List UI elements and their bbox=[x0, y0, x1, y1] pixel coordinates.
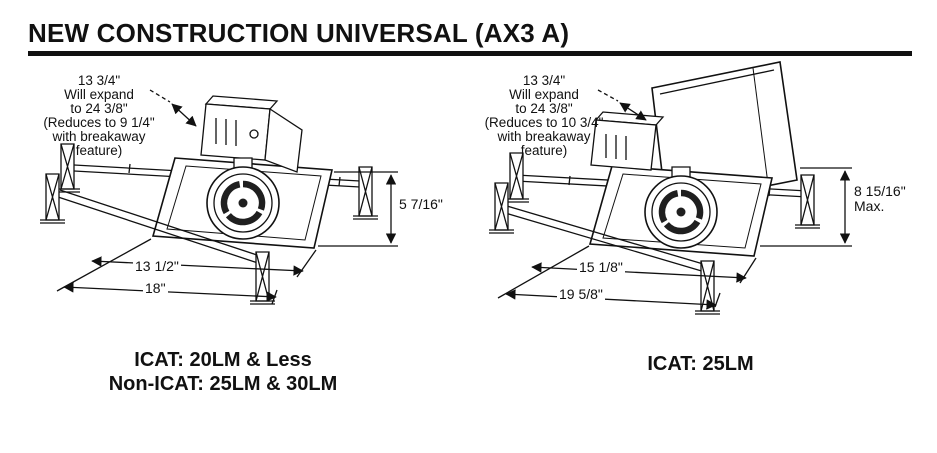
right-expand-note: 13 3/4" Will expand to 24 3/8" (Reduces … bbox=[466, 74, 622, 158]
right-nailer-bracket-right bbox=[795, 175, 820, 228]
note-line: Will expand bbox=[64, 87, 134, 102]
right-height-dim-value: 8 15/16" bbox=[854, 183, 906, 199]
right-height-dim-label: 8 15/16" Max. bbox=[852, 184, 908, 214]
right-nailer-bracket-back-left bbox=[504, 153, 529, 202]
right-caption-line-1: ICAT: 25LM bbox=[647, 353, 754, 375]
left-outer-width-dim-label: 18" bbox=[143, 280, 168, 296]
note-line: to 24 3/8" bbox=[515, 101, 573, 116]
left-nailer-bracket-back-left bbox=[55, 144, 80, 192]
note-line: to 24 3/8" bbox=[70, 101, 128, 116]
left-expand-note: 13 3/4" Will expand to 24 3/8" (Reduces … bbox=[26, 74, 172, 158]
page-title: NEW CONSTRUCTION UNIVERSAL (AX3 A) bbox=[28, 18, 570, 48]
note-line: feature) bbox=[520, 143, 568, 158]
left-junction-box bbox=[201, 96, 302, 172]
left-trim-ring bbox=[207, 158, 279, 239]
left-caption-line-1: ICAT: 20LM & Less bbox=[134, 349, 312, 371]
left-caption-line-2: Non-ICAT: 25LM & 30LM bbox=[108, 373, 338, 395]
note-line: with breakaway bbox=[497, 129, 591, 144]
right-housing-drawing bbox=[489, 62, 820, 314]
left-nailer-bracket-front-left bbox=[40, 174, 65, 223]
note-line: 13 3/4" bbox=[77, 73, 121, 88]
right-trim-ring bbox=[645, 167, 717, 248]
left-nailer-bracket-right bbox=[353, 167, 378, 219]
right-outer-width-dim-label: 19 5/8" bbox=[557, 286, 605, 302]
right-inner-width-dim-label: 15 1/8" bbox=[577, 259, 625, 275]
note-line: feature) bbox=[75, 143, 123, 158]
right-nailer-bracket-bottom bbox=[695, 261, 720, 314]
note-line: (Reduces to 9 1/4" bbox=[43, 115, 155, 130]
note-line: (Reduces to 10 3/4" bbox=[484, 115, 604, 130]
left-caption: ICAT: 20LM & Less Non-ICAT: 25LM & 30LM bbox=[98, 348, 348, 396]
left-dimension-lines bbox=[57, 90, 398, 304]
right-nailer-bracket-front-left bbox=[489, 183, 514, 233]
note-line: with breakaway bbox=[52, 129, 146, 144]
right-hanger-bar-front bbox=[495, 204, 710, 272]
left-hanger-bar-front bbox=[55, 190, 263, 263]
left-height-dim-label: 5 7/16" bbox=[397, 196, 445, 212]
right-caption: ICAT: 25LM bbox=[593, 352, 808, 376]
right-dimension-lines bbox=[498, 90, 852, 310]
left-inner-width-dim-label: 13 1/2" bbox=[133, 258, 181, 274]
left-housing-drawing bbox=[40, 96, 378, 304]
right-height-dim-suffix: Max. bbox=[854, 198, 885, 214]
note-line: 13 3/4" bbox=[522, 73, 566, 88]
title-underline bbox=[28, 51, 912, 56]
note-line: Will expand bbox=[509, 87, 579, 102]
